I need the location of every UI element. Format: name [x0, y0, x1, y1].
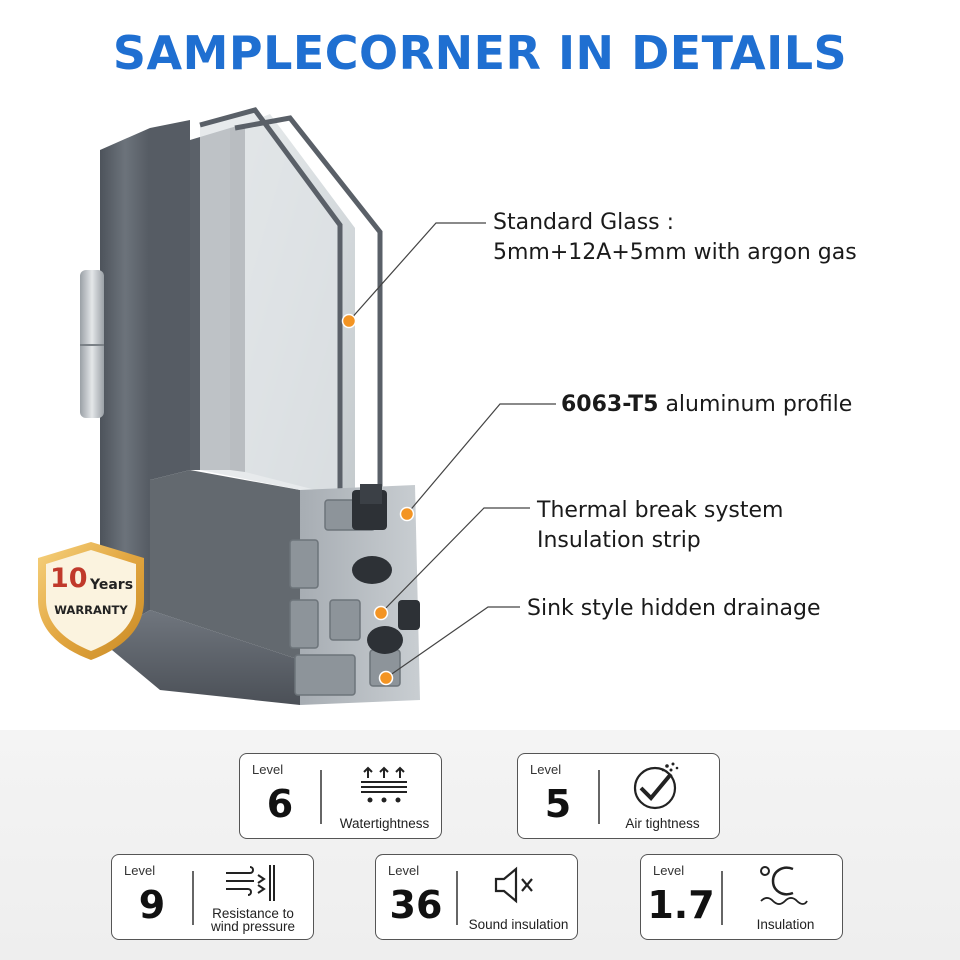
rating-label: Insulation — [756, 917, 815, 932]
level-label: Level — [653, 863, 685, 878]
glass-callout: Standard Glass : 5mm+12A+5mm with argon … — [493, 208, 857, 268]
rating-label: Resistance to wind pressure — [198, 906, 308, 934]
glass-callout-spec: 5mm+12A+5mm with argon gas — [493, 240, 857, 265]
rating-card-watertightness: Level 6 Watertightness — [239, 753, 442, 839]
rating-label: Watertightness — [339, 816, 430, 831]
level-label: Level — [388, 863, 420, 878]
level-label: Level — [124, 863, 156, 878]
water-drops-icon — [361, 766, 407, 803]
divider — [320, 770, 322, 824]
thermal-callout: Thermal break system Insulation strip — [537, 496, 783, 556]
level-label: Level — [530, 762, 562, 777]
warranty-badge-icon — [38, 542, 144, 660]
rating-label: Air tightness — [625, 816, 700, 831]
rating-card-sound-insulation: Level 36 Sound insulation — [375, 854, 578, 940]
divider — [598, 770, 600, 824]
level-value: 5 — [544, 782, 572, 826]
rating-label: Sound insulation — [468, 917, 569, 932]
drainage-callout: Sink style hidden drainage — [527, 596, 821, 621]
glass-callout-title: Standard Glass : — [493, 210, 675, 235]
callout-marker — [341, 313, 415, 686]
rating-label-line2: wind pressure — [210, 919, 296, 934]
divider — [192, 871, 194, 925]
level-value: 6 — [266, 782, 294, 826]
divider — [456, 871, 458, 925]
rating-card-insulation: Level 1.7 Insulation — [640, 854, 843, 940]
air-check-icon — [633, 762, 679, 810]
thermal-callout-title: Thermal break system — [537, 498, 784, 523]
rating-card-air-tightness: Level 5 Air tightness — [517, 753, 720, 839]
rating-card-wind-pressure: Level 9 Resistance to wind pressure — [111, 854, 314, 940]
profile-callout: 6063-T5 aluminum profile — [561, 390, 852, 420]
warranty-number: 10 — [50, 563, 88, 594]
profile-grade: 6063-T5 — [561, 392, 659, 417]
window-profile-illustration — [80, 107, 556, 705]
wind-pressure-icon — [226, 865, 275, 901]
profile-text: aluminum profile — [658, 392, 853, 417]
divider — [721, 871, 723, 925]
thermometer-celsius-icon — [760, 866, 808, 905]
speaker-mute-icon — [494, 866, 533, 904]
level-value: 36 — [389, 883, 443, 927]
thermal-callout-sub: Insulation strip — [537, 528, 701, 553]
level-value: 9 — [138, 883, 166, 927]
warranty-years: Years — [90, 577, 134, 593]
warranty-label: WARRANTY — [54, 603, 128, 617]
rating-label-line1: Resistance to — [212, 906, 294, 921]
page-title: SAMPLECORNER IN DETAILS — [112, 26, 848, 80]
level-label: Level — [252, 762, 284, 777]
level-value: 1.7 — [647, 883, 715, 927]
